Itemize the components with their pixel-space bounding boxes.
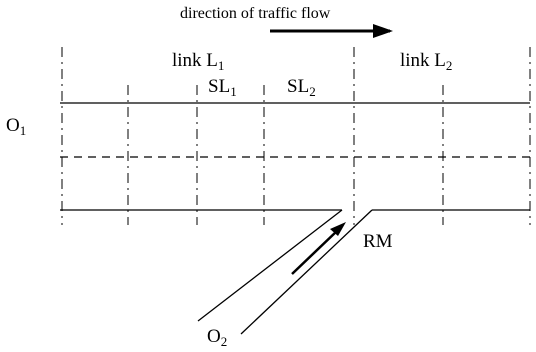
sublink-1-label: SL1 bbox=[208, 76, 237, 99]
origin-1-label: O1 bbox=[6, 115, 26, 138]
link-2-label: link L2 bbox=[400, 50, 452, 73]
ramp-metering-label: RM bbox=[363, 231, 393, 252]
on-ramp-left-edge bbox=[197, 209, 343, 322]
flow-direction-arrowhead bbox=[373, 24, 393, 38]
flow-direction-label: direction of traffic flow bbox=[180, 5, 331, 22]
link-1-label: link L1 bbox=[172, 50, 224, 73]
on-ramp-right-edge bbox=[240, 209, 373, 335]
on-ramp-flow-arrowhead bbox=[330, 222, 346, 236]
sublink-2-label: SL2 bbox=[287, 76, 316, 99]
origin-2-label: O2 bbox=[207, 326, 227, 349]
on-ramp-flow-arrow-shaft bbox=[291, 229, 339, 275]
